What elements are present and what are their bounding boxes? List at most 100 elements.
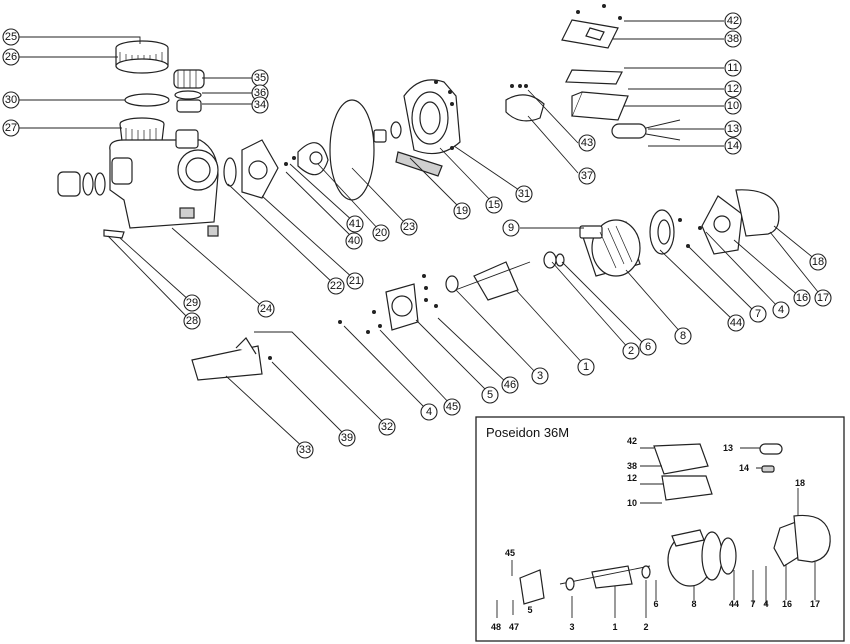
callout-number: 26: [5, 51, 17, 63]
inset-label-38: 38: [627, 461, 637, 471]
callout-7: 7: [749, 305, 767, 323]
inset-label-7: 7: [750, 599, 755, 609]
inset-label-18: 18: [795, 478, 805, 488]
callout-number: 1: [583, 361, 589, 373]
callout-28: 28: [183, 312, 201, 330]
callout-3: 3: [531, 367, 549, 385]
callout-number: 16: [796, 292, 808, 304]
callout-number: 24: [260, 303, 272, 315]
inset-label-13: 13: [723, 443, 733, 453]
callout-number: 41: [349, 218, 361, 230]
callout-32: 32: [378, 418, 396, 436]
inset-part-drawings: [496, 443, 831, 618]
callout-22: 22: [327, 277, 345, 295]
callout-37: 37: [578, 167, 596, 185]
inset-label-16: 16: [782, 599, 792, 609]
callout-15: 15: [485, 196, 503, 214]
callout-24: 24: [257, 300, 275, 318]
callout-17: 17: [814, 289, 832, 307]
callout-42: 42: [724, 12, 742, 30]
inset-label-10: 10: [627, 498, 637, 508]
leader-lines: [19, 20, 823, 450]
callout-number: 4: [426, 406, 432, 418]
callout-number: 45: [446, 401, 458, 413]
callout-6: 6: [639, 338, 657, 356]
callout-20: 20: [372, 224, 390, 242]
callout-number: 46: [504, 379, 516, 391]
callout-38: 38: [724, 30, 742, 48]
callout-number: 27: [5, 122, 17, 134]
callout-40: 40: [345, 232, 363, 250]
callout-number: 22: [330, 280, 342, 292]
callout-number: 6: [645, 341, 651, 353]
inset-label-48: 48: [491, 622, 501, 632]
callout-43: 43: [578, 134, 596, 152]
callout-10: 10: [724, 97, 742, 115]
callout-29: 29: [183, 294, 201, 312]
callout-number: 17: [817, 292, 829, 304]
callout-34: 34: [251, 96, 269, 114]
callout-number: 28: [186, 315, 198, 327]
callout-number: 33: [299, 444, 311, 456]
callout-44: 44: [727, 314, 745, 332]
callout-26: 26: [2, 48, 20, 66]
callout-4: 4: [772, 301, 790, 319]
callout-number: 14: [727, 140, 739, 152]
callout-36: 36: [251, 84, 269, 102]
inset-label-5: 5: [527, 605, 532, 615]
callout-18: 18: [809, 253, 827, 271]
callout-41: 41: [346, 215, 364, 233]
callout-number: 44: [730, 317, 742, 329]
callout-number: 30: [5, 94, 17, 106]
callout-number: 9: [508, 222, 514, 234]
callout-number: 2: [628, 345, 634, 357]
inset-label-44: 44: [729, 599, 739, 609]
part-drawings: [57, 4, 780, 381]
inset-label-4: 4: [763, 599, 768, 609]
callout-number: 43: [581, 137, 593, 149]
callout-16: 16: [793, 289, 811, 307]
callout-21: 21: [346, 272, 364, 290]
callout-number: 21: [349, 275, 361, 287]
inset-label-45: 45: [505, 548, 515, 558]
callout-number: 13: [727, 123, 739, 135]
callout-19: 19: [453, 202, 471, 220]
callout-12: 12: [724, 80, 742, 98]
inset-label-47: 47: [509, 622, 519, 632]
callout-8: 8: [674, 327, 692, 345]
inset-label-17: 17: [810, 599, 820, 609]
callout-number: 36: [254, 87, 266, 99]
callout-number: 32: [381, 421, 393, 433]
callout-number: 19: [456, 205, 468, 217]
callout-number: 37: [581, 170, 593, 182]
callout-number: 12: [727, 83, 739, 95]
callout-number: 5: [487, 389, 493, 401]
inset-label-6: 6: [653, 599, 658, 609]
callout-13: 13: [724, 120, 742, 138]
callout-1: 1: [577, 358, 595, 376]
callout-number: 20: [375, 227, 387, 239]
callout-number: 18: [812, 256, 824, 268]
callout-31: 31: [515, 185, 533, 203]
inset-label-12: 12: [627, 473, 637, 483]
callout-2: 2: [622, 342, 640, 360]
callout-33: 33: [296, 441, 314, 459]
callout-46: 46: [501, 376, 519, 394]
callout-35: 35: [251, 69, 269, 87]
callout-27: 27: [2, 119, 20, 137]
callout-number: 38: [727, 33, 739, 45]
callout-number: 29: [186, 297, 198, 309]
callout-number: 25: [5, 31, 17, 43]
callout-number: 7: [755, 308, 761, 320]
callout-number: 39: [341, 432, 353, 444]
callout-number: 31: [518, 188, 530, 200]
callout-number: 23: [403, 221, 415, 233]
inset-title: Poseidon 36M: [486, 425, 569, 440]
callout-number: 35: [254, 72, 266, 84]
callout-number: 8: [680, 330, 686, 342]
callout-5: 5: [481, 386, 499, 404]
callout-39: 39: [338, 429, 356, 447]
callout-number: 11: [727, 62, 738, 74]
callout-9: 9: [502, 219, 520, 237]
